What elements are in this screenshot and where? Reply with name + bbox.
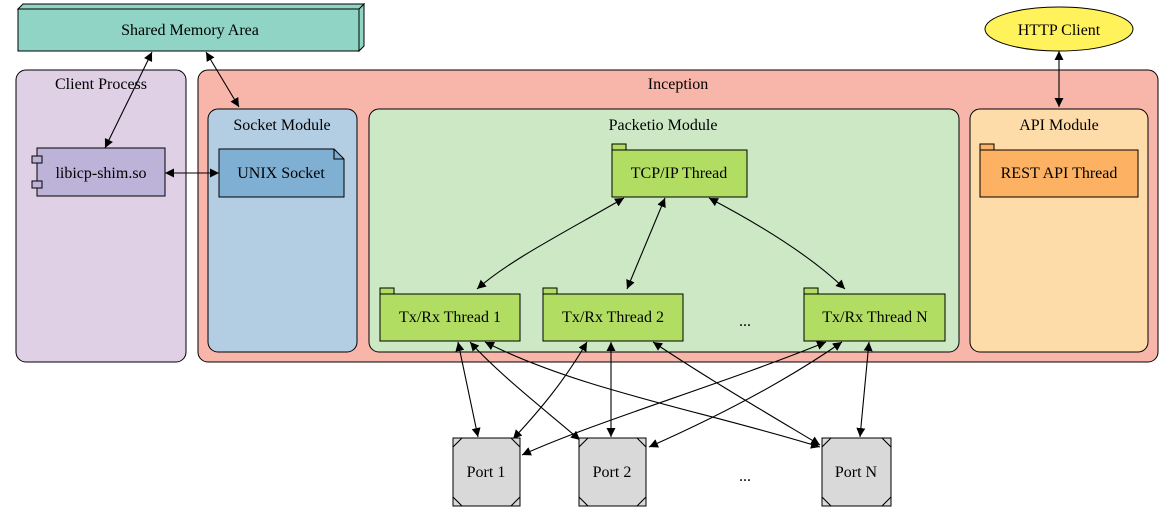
rest-api-thread-tab xyxy=(979,143,995,151)
edge-txrxn-port2 xyxy=(648,341,843,448)
rest-api-thread-box[interactable] xyxy=(979,149,1139,198)
socket-module-label: Socket Module xyxy=(233,117,330,134)
port-n-corners xyxy=(821,437,892,507)
edge-tcpip-txrx2 xyxy=(626,197,666,290)
http-client-label: HTTP Client xyxy=(1018,22,1101,39)
http-client-node[interactable]: HTTP Client xyxy=(984,6,1134,52)
edges xyxy=(104,51,1064,456)
port-2-box[interactable] xyxy=(578,437,647,507)
tcpip-thread-box[interactable] xyxy=(611,149,748,198)
shim-node[interactable]: libicp-shim.so xyxy=(31,147,166,197)
edge-txrxn-portn xyxy=(856,341,873,438)
tx-rx-thread-2-tab xyxy=(542,287,558,295)
socket-module-cluster: Socket Module xyxy=(207,108,358,353)
tx-rx-ellipsis: ... xyxy=(739,313,751,330)
unix-socket-node[interactable]: UNIX Socket xyxy=(218,148,345,198)
api-module-cluster: API Module xyxy=(969,108,1149,353)
port-2-corners xyxy=(578,437,647,507)
unix-socket-label: UNIX Socket xyxy=(237,165,325,182)
http-client-ellipse[interactable] xyxy=(984,6,1134,52)
client-process-cluster: Client Process xyxy=(15,69,187,363)
port-n-node[interactable]: Port N xyxy=(821,437,892,507)
packetio-module-label: Packetio Module xyxy=(609,117,718,134)
port-1-node[interactable]: Port 1 xyxy=(452,437,521,507)
unix-socket-fold xyxy=(333,149,344,160)
port-2-node[interactable]: Port 2 xyxy=(578,437,647,507)
tx-rx-thread-2-node[interactable]: Tx/Rx Thread 2 xyxy=(542,287,684,342)
port-2-label: Port 2 xyxy=(593,464,632,481)
tcpip-thread-label: TCP/IP Thread xyxy=(631,165,727,182)
rest-api-thread-label: REST API Thread xyxy=(1001,165,1118,182)
client-process-box xyxy=(15,69,187,363)
shared-memory-label: Shared Memory Area xyxy=(121,22,259,39)
unix-socket-box[interactable] xyxy=(218,148,345,198)
tx-rx-thread-1-node[interactable]: Tx/Rx Thread 1 xyxy=(379,287,521,342)
tcpip-thread-tab xyxy=(611,143,627,151)
edge-tcpip-txrx1 xyxy=(476,197,625,290)
tx-rx-thread-n-node[interactable]: Tx/Rx Thread N xyxy=(803,287,946,342)
shim-connector-bottom xyxy=(31,180,43,189)
rest-api-thread-node[interactable]: REST API Thread xyxy=(979,143,1139,198)
tx-rx-thread-1-label: Tx/Rx Thread 1 xyxy=(399,309,501,326)
edge-tcpip-txrxn xyxy=(708,197,846,290)
inception-label: Inception xyxy=(648,76,708,93)
port-n-label: Port N xyxy=(835,464,878,481)
api-module-box xyxy=(969,108,1149,353)
tx-rx-thread-2-box[interactable] xyxy=(542,293,684,342)
tx-rx-thread-n-box[interactable] xyxy=(803,293,946,342)
socket-module-box xyxy=(207,108,358,353)
shim-connector-top xyxy=(31,155,43,164)
port-1-corners xyxy=(452,437,521,507)
tx-rx-thread-n-label: Tx/Rx Thread N xyxy=(822,309,928,326)
port-1-box[interactable] xyxy=(452,437,521,507)
tx-rx-thread-2-label: Tx/Rx Thread 2 xyxy=(562,309,664,326)
shim-box[interactable] xyxy=(36,147,166,197)
shared-memory-node: Shared Memory Area xyxy=(16,2,366,53)
shim-label: libicp-shim.so xyxy=(55,165,146,182)
tcpip-thread-node[interactable]: TCP/IP Thread xyxy=(611,143,748,198)
api-module-label: API Module xyxy=(1019,117,1099,134)
shared-memory-box-side xyxy=(358,2,365,53)
tx-rx-thread-1-box[interactable] xyxy=(379,293,521,342)
port-n-box[interactable] xyxy=(821,437,892,507)
shared-memory-box-top xyxy=(16,3,366,10)
tx-rx-thread-n-tab xyxy=(803,287,819,295)
edge-shared-memory-shim xyxy=(104,51,153,149)
port-1-label: Port 1 xyxy=(467,464,506,481)
edge-shared-memory-socket-module xyxy=(205,51,240,108)
tx-rx-thread-1-tab xyxy=(379,287,395,295)
port-ellipsis: ... xyxy=(739,468,751,485)
